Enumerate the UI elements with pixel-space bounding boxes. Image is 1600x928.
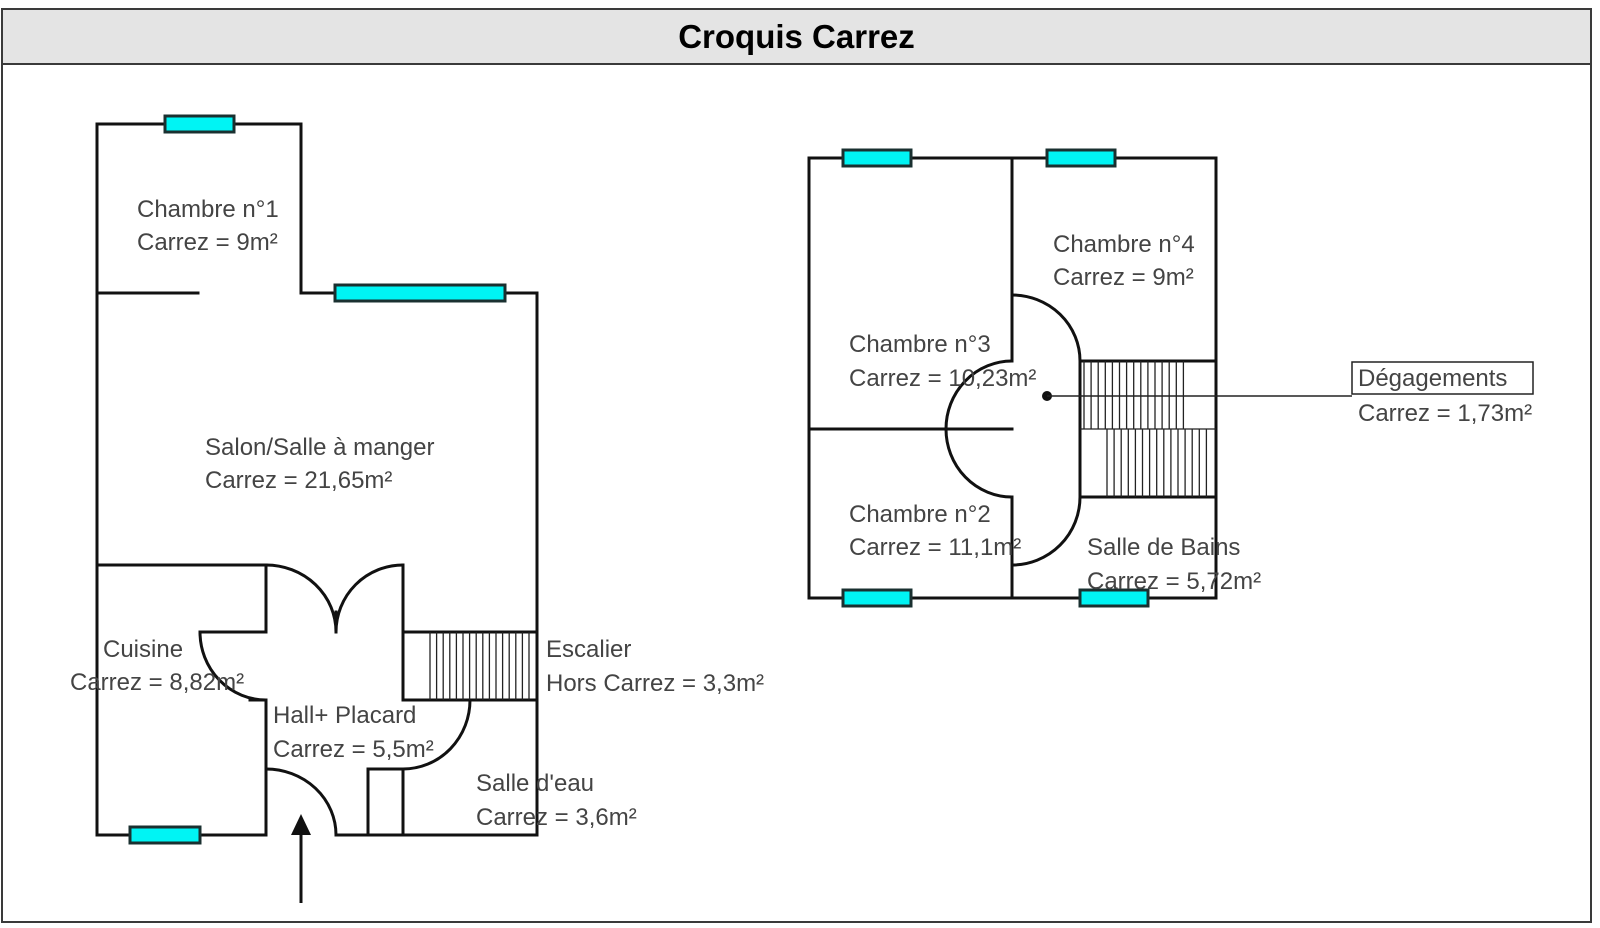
ground-floor-windows: [128, 114, 507, 845]
salle-eau-door: [402, 699, 472, 771]
room-area-salle-bains: Carrez = 5,72m²: [1087, 568, 1261, 595]
ground-floor-doors: [198, 563, 472, 836]
window: [1045, 148, 1117, 168]
room-name-salon: Salon/Salle à manger: [205, 434, 434, 461]
salon-door-right: [334, 563, 404, 633]
upper-floor-walls: [807, 156, 1218, 600]
window: [333, 283, 507, 303]
room-area-salle-eau: Carrez = 3,6m²: [476, 804, 637, 831]
room-name-hall: Hall+ Placard: [273, 702, 416, 729]
room-name-escalier: Escalier: [546, 636, 631, 663]
entrance-door: [265, 767, 338, 836]
window: [841, 148, 913, 168]
upper-floor-doors: [944, 293, 1082, 567]
room-name-salle-eau: Salle d'eau: [476, 770, 594, 797]
ground-floor-plan: Chambre n°1 Carrez = 9m² Salon/Salle à m…: [70, 114, 764, 903]
page-title: Croquis Carrez: [678, 17, 915, 55]
upper-floor-windows: [841, 148, 1150, 608]
room-area-escalier: Hors Carrez = 3,3m²: [546, 670, 764, 697]
salle-bains-door: [1011, 496, 1082, 567]
room-area-chambre2: Carrez = 11,1m²: [849, 534, 1021, 561]
room-name-salle-bains: Salle de Bains: [1087, 534, 1240, 561]
room-name-cuisine: Cuisine: [103, 636, 183, 663]
room-name-chambre1: Chambre n°1: [137, 196, 279, 223]
upper-floor-plan: Chambre n°4 Carrez = 9m² Chambre n°3 Car…: [807, 148, 1534, 608]
window: [841, 588, 913, 608]
room-area-hall: Carrez = 5,5m²: [273, 736, 434, 763]
room-name-chambre2: Chambre n°2: [849, 501, 991, 528]
room-name-degagements: Dégagements: [1358, 365, 1507, 392]
room-name-chambre3: Chambre n°3: [849, 331, 991, 358]
chambre4-door: [1011, 293, 1082, 362]
degagements-leader: [1042, 361, 1534, 401]
room-area-cuisine: Carrez = 8,82m²: [70, 669, 244, 696]
room-name-chambre4: Chambre n°4: [1053, 231, 1195, 258]
room-area-chambre3: Carrez = 10,23m²: [849, 365, 1036, 392]
header-bar: Croquis Carrez: [3, 10, 1590, 65]
window: [163, 114, 236, 134]
window: [1078, 588, 1150, 608]
salon-door-left: [265, 563, 338, 633]
window: [128, 825, 202, 845]
room-area-salon: Carrez = 21,65m²: [205, 467, 392, 494]
chambre3-door: [944, 359, 1013, 430]
room-area-chambre1: Carrez = 9m²: [137, 229, 278, 256]
chambre2-door: [944, 428, 1013, 499]
arrow-up-icon: [291, 814, 311, 903]
room-area-chambre4: Carrez = 9m²: [1053, 264, 1194, 291]
cuisine-door: [198, 631, 267, 702]
room-area-degagements: Carrez = 1,73m²: [1358, 400, 1532, 427]
sketch-frame: Croquis Carrez: [1, 8, 1592, 923]
upper-stair-hatch: [1083, 361, 1208, 497]
ground-stair-hatch: [429, 632, 530, 700]
